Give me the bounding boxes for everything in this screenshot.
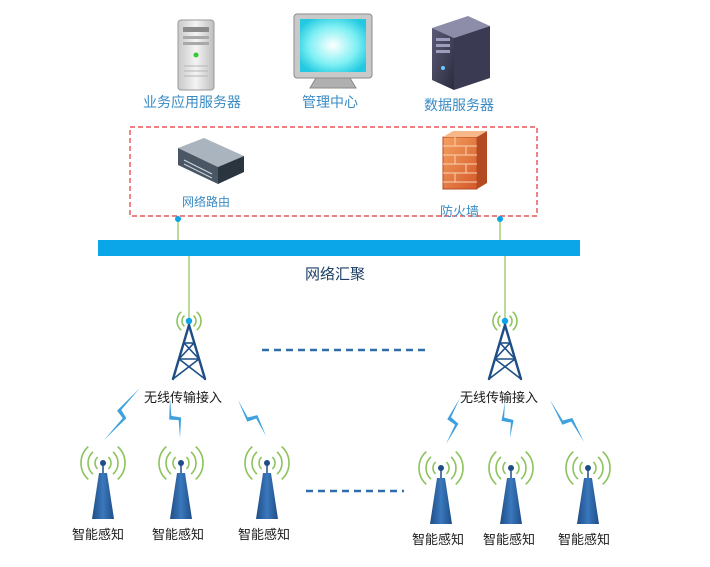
wireless-link-icon	[550, 400, 584, 442]
sensor-icon	[565, 451, 611, 524]
firewall-icon	[442, 131, 487, 190]
access-point-label: 无线传输接入	[460, 391, 539, 406]
backbone-label: 网络汇聚	[305, 265, 366, 283]
access-point-label: 无线传输接入	[144, 391, 223, 406]
backbone-bar	[98, 240, 580, 256]
wireless-link-icon	[501, 402, 514, 438]
wireless-link-icon	[238, 400, 266, 436]
security-zone-border	[129, 126, 538, 217]
router-icon	[178, 138, 244, 184]
sensor-label: 智能感知	[483, 533, 536, 548]
wireless-link-icon	[104, 388, 140, 440]
tower-icon	[487, 311, 523, 381]
sensor-icon	[158, 446, 204, 519]
firewall-label: 防火墙	[440, 205, 480, 220]
wireless-link-icon	[169, 398, 182, 438]
sensor-icon	[488, 451, 534, 524]
wireless-link-icon	[446, 398, 460, 444]
data-server-icon	[432, 16, 490, 90]
sensor-label: 智能感知	[558, 533, 611, 548]
sensor-icon	[80, 446, 126, 519]
tower-icon	[171, 311, 207, 381]
app-server-label: 业务应用服务器	[143, 95, 241, 111]
app-server-icon	[177, 19, 215, 91]
monitor-icon	[293, 13, 373, 89]
sensor-label: 智能感知	[238, 528, 291, 543]
sensor-label: 智能感知	[152, 528, 205, 543]
sensor-icon	[244, 446, 290, 519]
data-server-label: 数据服务器	[424, 98, 494, 114]
router-port	[175, 216, 181, 222]
sensor-icon	[418, 451, 464, 524]
router-label: 网络路由	[182, 195, 231, 209]
firewall-port	[497, 216, 503, 222]
management-center-label: 管理中心	[302, 95, 358, 111]
sensor-label: 智能感知	[412, 533, 465, 548]
sensor-label: 智能感知	[72, 528, 125, 543]
